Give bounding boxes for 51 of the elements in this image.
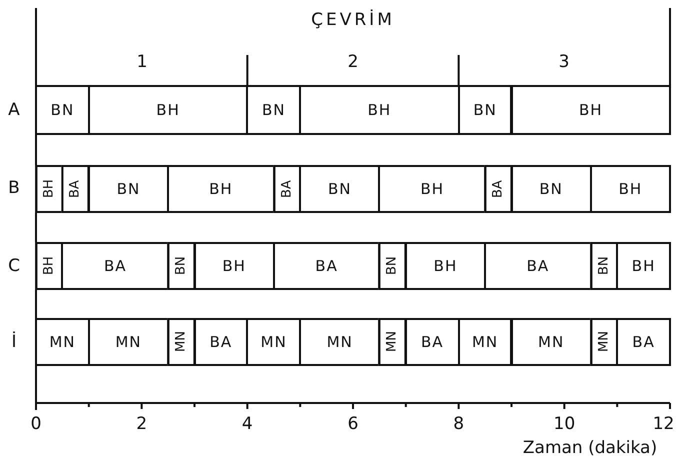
activity-segment: BA bbox=[484, 242, 592, 290]
activity-segment: BA bbox=[61, 242, 170, 290]
row-label: İ bbox=[12, 332, 16, 352]
activity-segment: BN bbox=[510, 165, 592, 213]
activity-segment: MN bbox=[167, 318, 196, 366]
activity-segment: MN bbox=[299, 318, 380, 366]
activity-segment: BH bbox=[299, 85, 460, 135]
activity-segment: BN bbox=[378, 242, 407, 290]
activity-segment: BH bbox=[35, 165, 64, 213]
activity-segment: BN bbox=[35, 85, 90, 135]
activity-segment: BN bbox=[458, 85, 512, 135]
activity-segment: BA bbox=[616, 318, 671, 366]
tick-label: 0 bbox=[30, 414, 42, 434]
activity-segment: MN bbox=[458, 318, 512, 366]
row-label: C bbox=[8, 256, 20, 276]
activity-segment: BN bbox=[299, 165, 380, 213]
tick-label: 10 bbox=[554, 414, 576, 434]
activity-segment: BN bbox=[88, 165, 170, 213]
activity-segment: MN bbox=[88, 318, 170, 366]
activity-segment: MN bbox=[246, 318, 302, 366]
activity-segment: BN bbox=[246, 85, 302, 135]
cycle-number: 3 bbox=[558, 52, 570, 72]
activity-segment: BH bbox=[404, 242, 486, 290]
row-label: B bbox=[8, 178, 20, 198]
activity-segment: BH bbox=[35, 242, 64, 290]
activity-segment: BA bbox=[61, 165, 90, 213]
activity-segment: BH bbox=[590, 165, 671, 213]
axis-title: Zaman (dakika) bbox=[522, 438, 658, 458]
row-label: A bbox=[8, 100, 20, 120]
tick-label: 6 bbox=[348, 414, 358, 434]
activity-segment: BA bbox=[272, 242, 380, 290]
activity-segment: BH bbox=[167, 165, 275, 213]
activity-segment: BH bbox=[194, 242, 275, 290]
activity-segment: BN bbox=[167, 242, 196, 290]
activity-segment: BH bbox=[88, 85, 248, 135]
tick-label: 2 bbox=[136, 414, 148, 434]
activity-segment: MN bbox=[510, 318, 592, 366]
activity-segment: BA bbox=[194, 318, 248, 366]
activity-segment: BA bbox=[484, 165, 512, 213]
chart-heading: ÇEVRİM bbox=[311, 10, 395, 30]
activity-segment: BH bbox=[510, 85, 671, 135]
activity-segment: MN bbox=[378, 318, 407, 366]
cycle-number: 1 bbox=[136, 52, 148, 72]
cycle-number: 2 bbox=[348, 52, 358, 72]
activity-segment: BA bbox=[404, 318, 460, 366]
tick-label: 12 bbox=[652, 414, 674, 434]
activity-segment: BH bbox=[616, 242, 671, 290]
activity-segment: BH bbox=[378, 165, 486, 213]
tick-label: 4 bbox=[242, 414, 253, 434]
activity-segment: MN bbox=[35, 318, 90, 366]
tick-label: 8 bbox=[453, 414, 464, 434]
